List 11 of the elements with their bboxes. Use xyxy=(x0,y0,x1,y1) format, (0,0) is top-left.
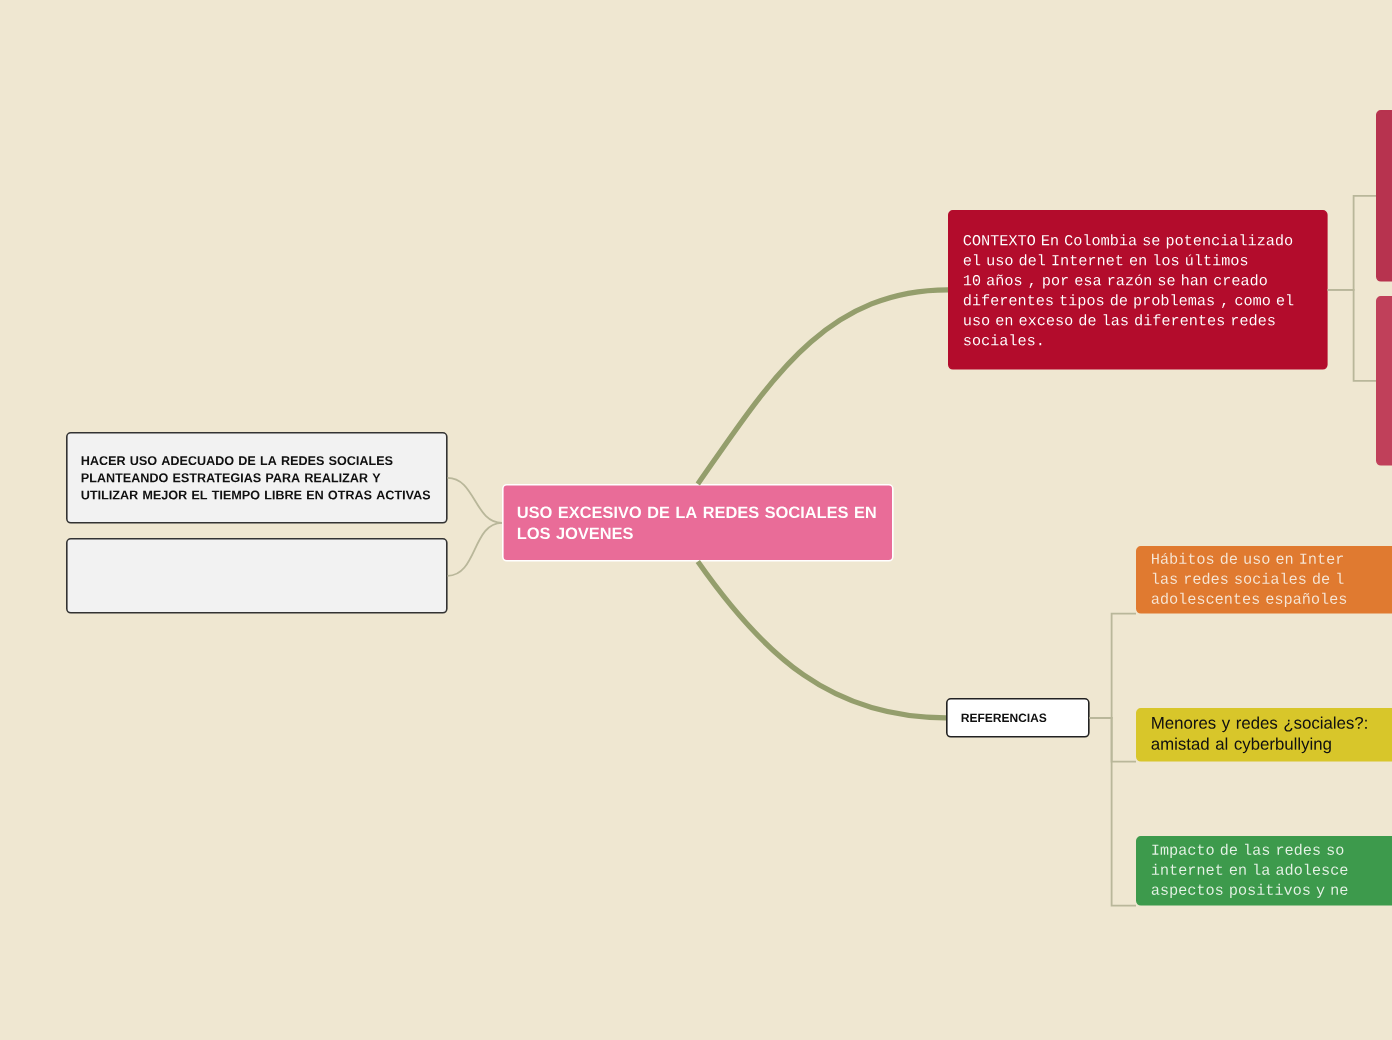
subtopic-box xyxy=(66,538,448,614)
connector xyxy=(695,287,949,486)
connector xyxy=(446,476,503,524)
connector xyxy=(695,560,947,721)
connector xyxy=(446,521,503,577)
subtopic-box xyxy=(1376,296,1392,466)
topic-box: USO EXCESIVO DE LA REDES SOCIALES EN LOS JOVENES xyxy=(502,484,894,562)
connector xyxy=(1088,716,1137,907)
subtopic-box xyxy=(1376,110,1392,282)
reference-box: Menores y redes ¿sociales?: amistad al cyberbullying xyxy=(1136,708,1392,762)
connector xyxy=(1326,288,1377,382)
